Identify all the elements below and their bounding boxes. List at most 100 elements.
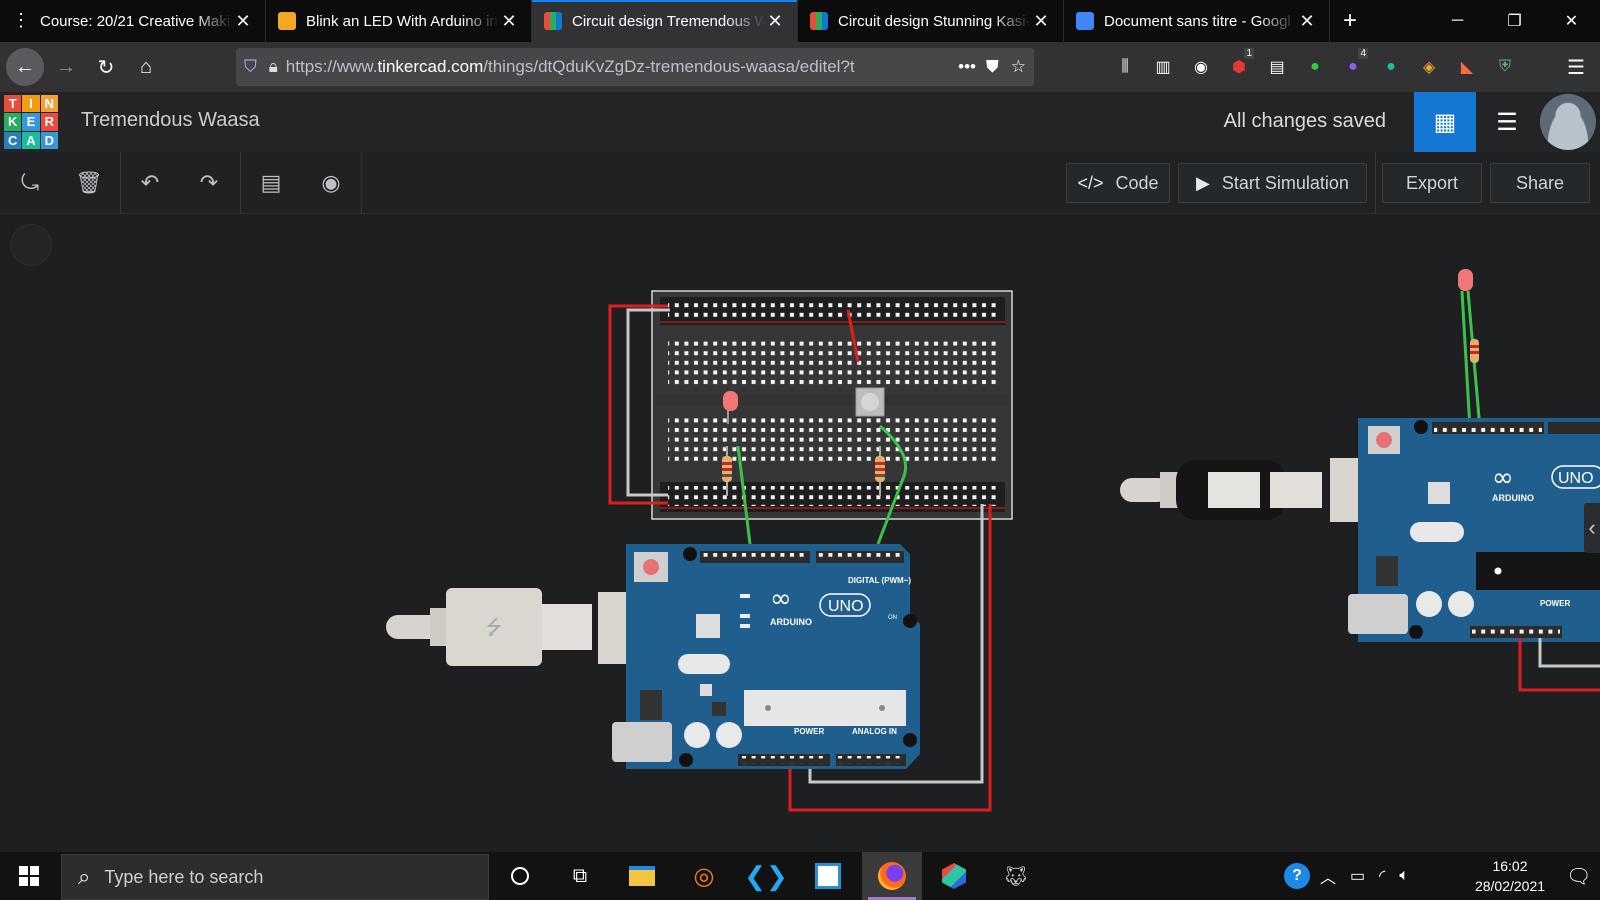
toolbar-divider [120, 152, 121, 214]
forward-button[interactable]: → [56, 55, 76, 78]
tab-circuit-stunning[interactable]: Circuit design Stunning Kasi- ✕ [798, 0, 1064, 42]
home-button[interactable]: ⌂ [139, 55, 153, 78]
svg-text:⭍: ⭍ [486, 615, 503, 639]
gimp-icon[interactable]: 🐺︎ [1003, 865, 1029, 888]
help-icon[interactable]: ? [1284, 863, 1310, 889]
taskbar-clock[interactable]: 16:02 28/02/2021 [1464, 856, 1556, 896]
tinkercad-logo[interactable]: T I N K E R C A D [4, 95, 58, 149]
led-red[interactable] [1458, 269, 1473, 291]
window-controls: ─ ❐ ✕ [1429, 0, 1600, 42]
restore-icon[interactable]: ❐ [1507, 13, 1522, 30]
toolbar-divider [240, 152, 241, 214]
circuit-canvas[interactable]: ⭍ DIGITAL (PWM~) ∞ [0, 214, 1600, 852]
resistor[interactable] [875, 446, 885, 496]
mendeley-icon[interactable] [798, 852, 858, 900]
logo-letter: I [22, 95, 40, 113]
gray-wire[interactable] [808, 504, 984, 784]
component-list-button[interactable]: ☰ [1476, 92, 1538, 152]
bplus-extension-icon[interactable]: ● [1310, 58, 1320, 75]
moodle-favicon-icon: ⋮ [12, 10, 30, 30]
arduino-uno[interactable]: ∞ ARDUINO UNO POWER [1348, 418, 1600, 642]
close-tab-icon[interactable]: ✕ [235, 10, 251, 31]
library-icon[interactable]: ⫼ [1121, 58, 1129, 75]
notes-extension-icon[interactable]: ▤ [1269, 59, 1285, 76]
redo-icon[interactable]: ↷ [199, 170, 219, 195]
menu-hamburger-icon[interactable]: ☰ [1567, 56, 1585, 79]
firefox-icon[interactable] [862, 852, 922, 900]
minimize-icon[interactable]: ─ [1451, 12, 1464, 29]
wifi-icon[interactable]: ◜ [1379, 868, 1386, 885]
tab-course[interactable]: ⋮ Course: 20/21 Creative Makin ✕ [0, 0, 266, 42]
file-explorer-icon[interactable] [612, 852, 672, 900]
grammarly-icon[interactable]: ● [1386, 58, 1396, 75]
bolt-extension-icon[interactable]: ●4 [1348, 48, 1368, 75]
task-view-icon[interactable]: ⧉ [572, 864, 588, 887]
resistor[interactable] [1470, 339, 1479, 363]
red-wire[interactable] [788, 504, 992, 812]
tab-blink-led[interactable]: Blink an LED With Arduino in ✕ [266, 0, 532, 42]
google-docs-favicon-icon [1076, 12, 1094, 30]
tracking-shield-icon[interactable]: ⛉ [244, 57, 257, 76]
blender-icon[interactable]: ◎ [693, 862, 715, 890]
close-tab-icon[interactable]: ✕ [1299, 10, 1315, 31]
avatar[interactable] [1540, 94, 1596, 150]
gray-wire[interactable] [1538, 638, 1600, 668]
green-wire[interactable] [876, 424, 907, 545]
pushbutton[interactable] [855, 387, 885, 417]
reload-button[interactable]: ↻ [97, 56, 115, 79]
adguard-icon[interactable]: ⛨ [1498, 58, 1511, 75]
close-tab-icon[interactable]: ✕ [501, 10, 517, 31]
red-wire[interactable] [1518, 638, 1600, 692]
breadboard[interactable] [651, 290, 1013, 520]
start-simulation-button[interactable]: ▶ Start Simulation [1178, 163, 1367, 203]
vscode-icon[interactable]: ❮❯ [744, 860, 788, 891]
logo-letter: E [22, 113, 40, 131]
bookmark-star-icon[interactable]: ☆ [1010, 57, 1026, 76]
undo-icon[interactable]: ↶ [140, 170, 160, 195]
megaphone-extension-icon[interactable]: ◣ [1460, 59, 1474, 76]
arduino-uno[interactable]: DIGITAL (PWM~) ∞ ARDUINO UNO ON [612, 544, 920, 769]
led-red[interactable] [723, 391, 738, 424]
new-tab-button[interactable]: + [1342, 7, 1357, 34]
tab-google-doc[interactable]: Document sans titre - Googl ✕ [1064, 0, 1330, 42]
red-wire[interactable] [846, 309, 860, 363]
taskbar-search-box[interactable]: ⌕ Type here to search [61, 854, 489, 900]
circuit-view-button[interactable]: ▦ [1414, 92, 1476, 152]
sketchup-icon[interactable] [924, 852, 984, 900]
lock-icon[interactable]: 🔒︎ [268, 57, 278, 76]
volume-icon[interactable]: 🔈︎ [1399, 867, 1409, 884]
breadboard-icon: ▦ [1433, 108, 1457, 136]
close-tab-icon[interactable]: ✕ [767, 10, 783, 31]
red-wire[interactable] [608, 304, 668, 505]
project-title[interactable]: Tremendous Waasa [81, 109, 260, 131]
green-wire[interactable] [1460, 290, 1472, 430]
notes-icon[interactable]: ▤ [260, 170, 282, 195]
ublock-icon[interactable]: ⬢1 [1232, 48, 1254, 76]
owl-extension-icon[interactable]: ◈ [1422, 59, 1436, 76]
chevron-up-icon[interactable]: ︿ [1320, 870, 1337, 887]
rotate-icon[interactable]: ⤿ [20, 170, 40, 195]
back-button[interactable]: ← [6, 48, 44, 86]
pocket-icon[interactable]: ⛊ [986, 57, 999, 76]
account-icon[interactable]: ◉ [1194, 59, 1208, 76]
tab-circuit-tremendous[interactable]: Circuit design Tremendous W ✕ [532, 0, 798, 42]
share-button[interactable]: Share [1490, 163, 1590, 203]
cortana-icon[interactable] [490, 852, 550, 900]
page-actions-icon[interactable]: ••• [958, 57, 976, 76]
export-button[interactable]: Export [1382, 163, 1482, 203]
green-wire[interactable] [736, 445, 752, 545]
fit-view-knob[interactable] [10, 224, 52, 266]
url-bar[interactable]: ⛉ 🔒︎ https://www.tinkercad.com/things/dt… [236, 48, 1034, 86]
close-tab-icon[interactable]: ✕ [1033, 10, 1049, 31]
resistor[interactable] [722, 446, 732, 496]
windows-start-button[interactable] [0, 852, 58, 900]
visibility-eye-icon[interactable]: ◉ [321, 170, 341, 195]
reader-sidebar-icon[interactable]: ▥ [1155, 59, 1171, 76]
battery-icon[interactable]: ▭ [1350, 868, 1366, 885]
close-window-icon[interactable]: ✕ [1564, 13, 1579, 30]
chevron-left-icon[interactable]: ‹ [1584, 503, 1600, 553]
gray-wire[interactable] [626, 308, 670, 497]
code-button[interactable]: </> Code [1066, 163, 1170, 203]
delete-icon[interactable]: 🗑︎ [75, 170, 103, 195]
notification-center-icon[interactable]: 🗨︎ [1566, 866, 1592, 888]
